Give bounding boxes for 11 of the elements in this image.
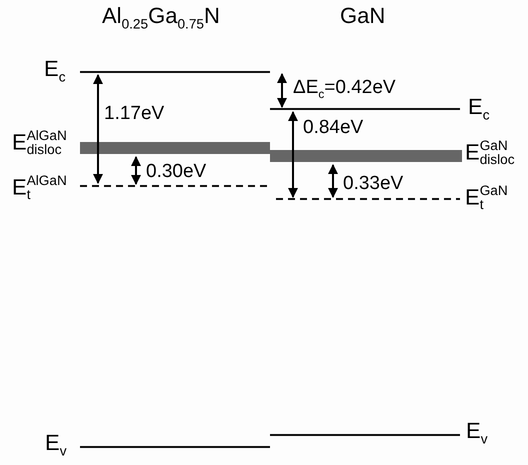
material-heading: Al$_{0.25}$Ga$_{0.75}$N [102,5,220,32]
energy-value: 0.33eV [343,174,404,193]
energy-value: 0.84eV [303,118,364,137]
energy-value: 1.17eV [104,104,164,123]
energy-level-label: E$_{c}$ [44,58,66,84]
energy-value: 0.30eV [146,162,206,181]
energy-level-label: E$_{c}$ [468,96,490,122]
material-heading: GaN [340,5,386,27]
energy-level-label: E$_{v}$ [45,432,66,458]
energy-level-label: E$_{v}$ [466,420,488,446]
energy-value: ΔE$_{c}$=0.42eV [293,78,396,101]
